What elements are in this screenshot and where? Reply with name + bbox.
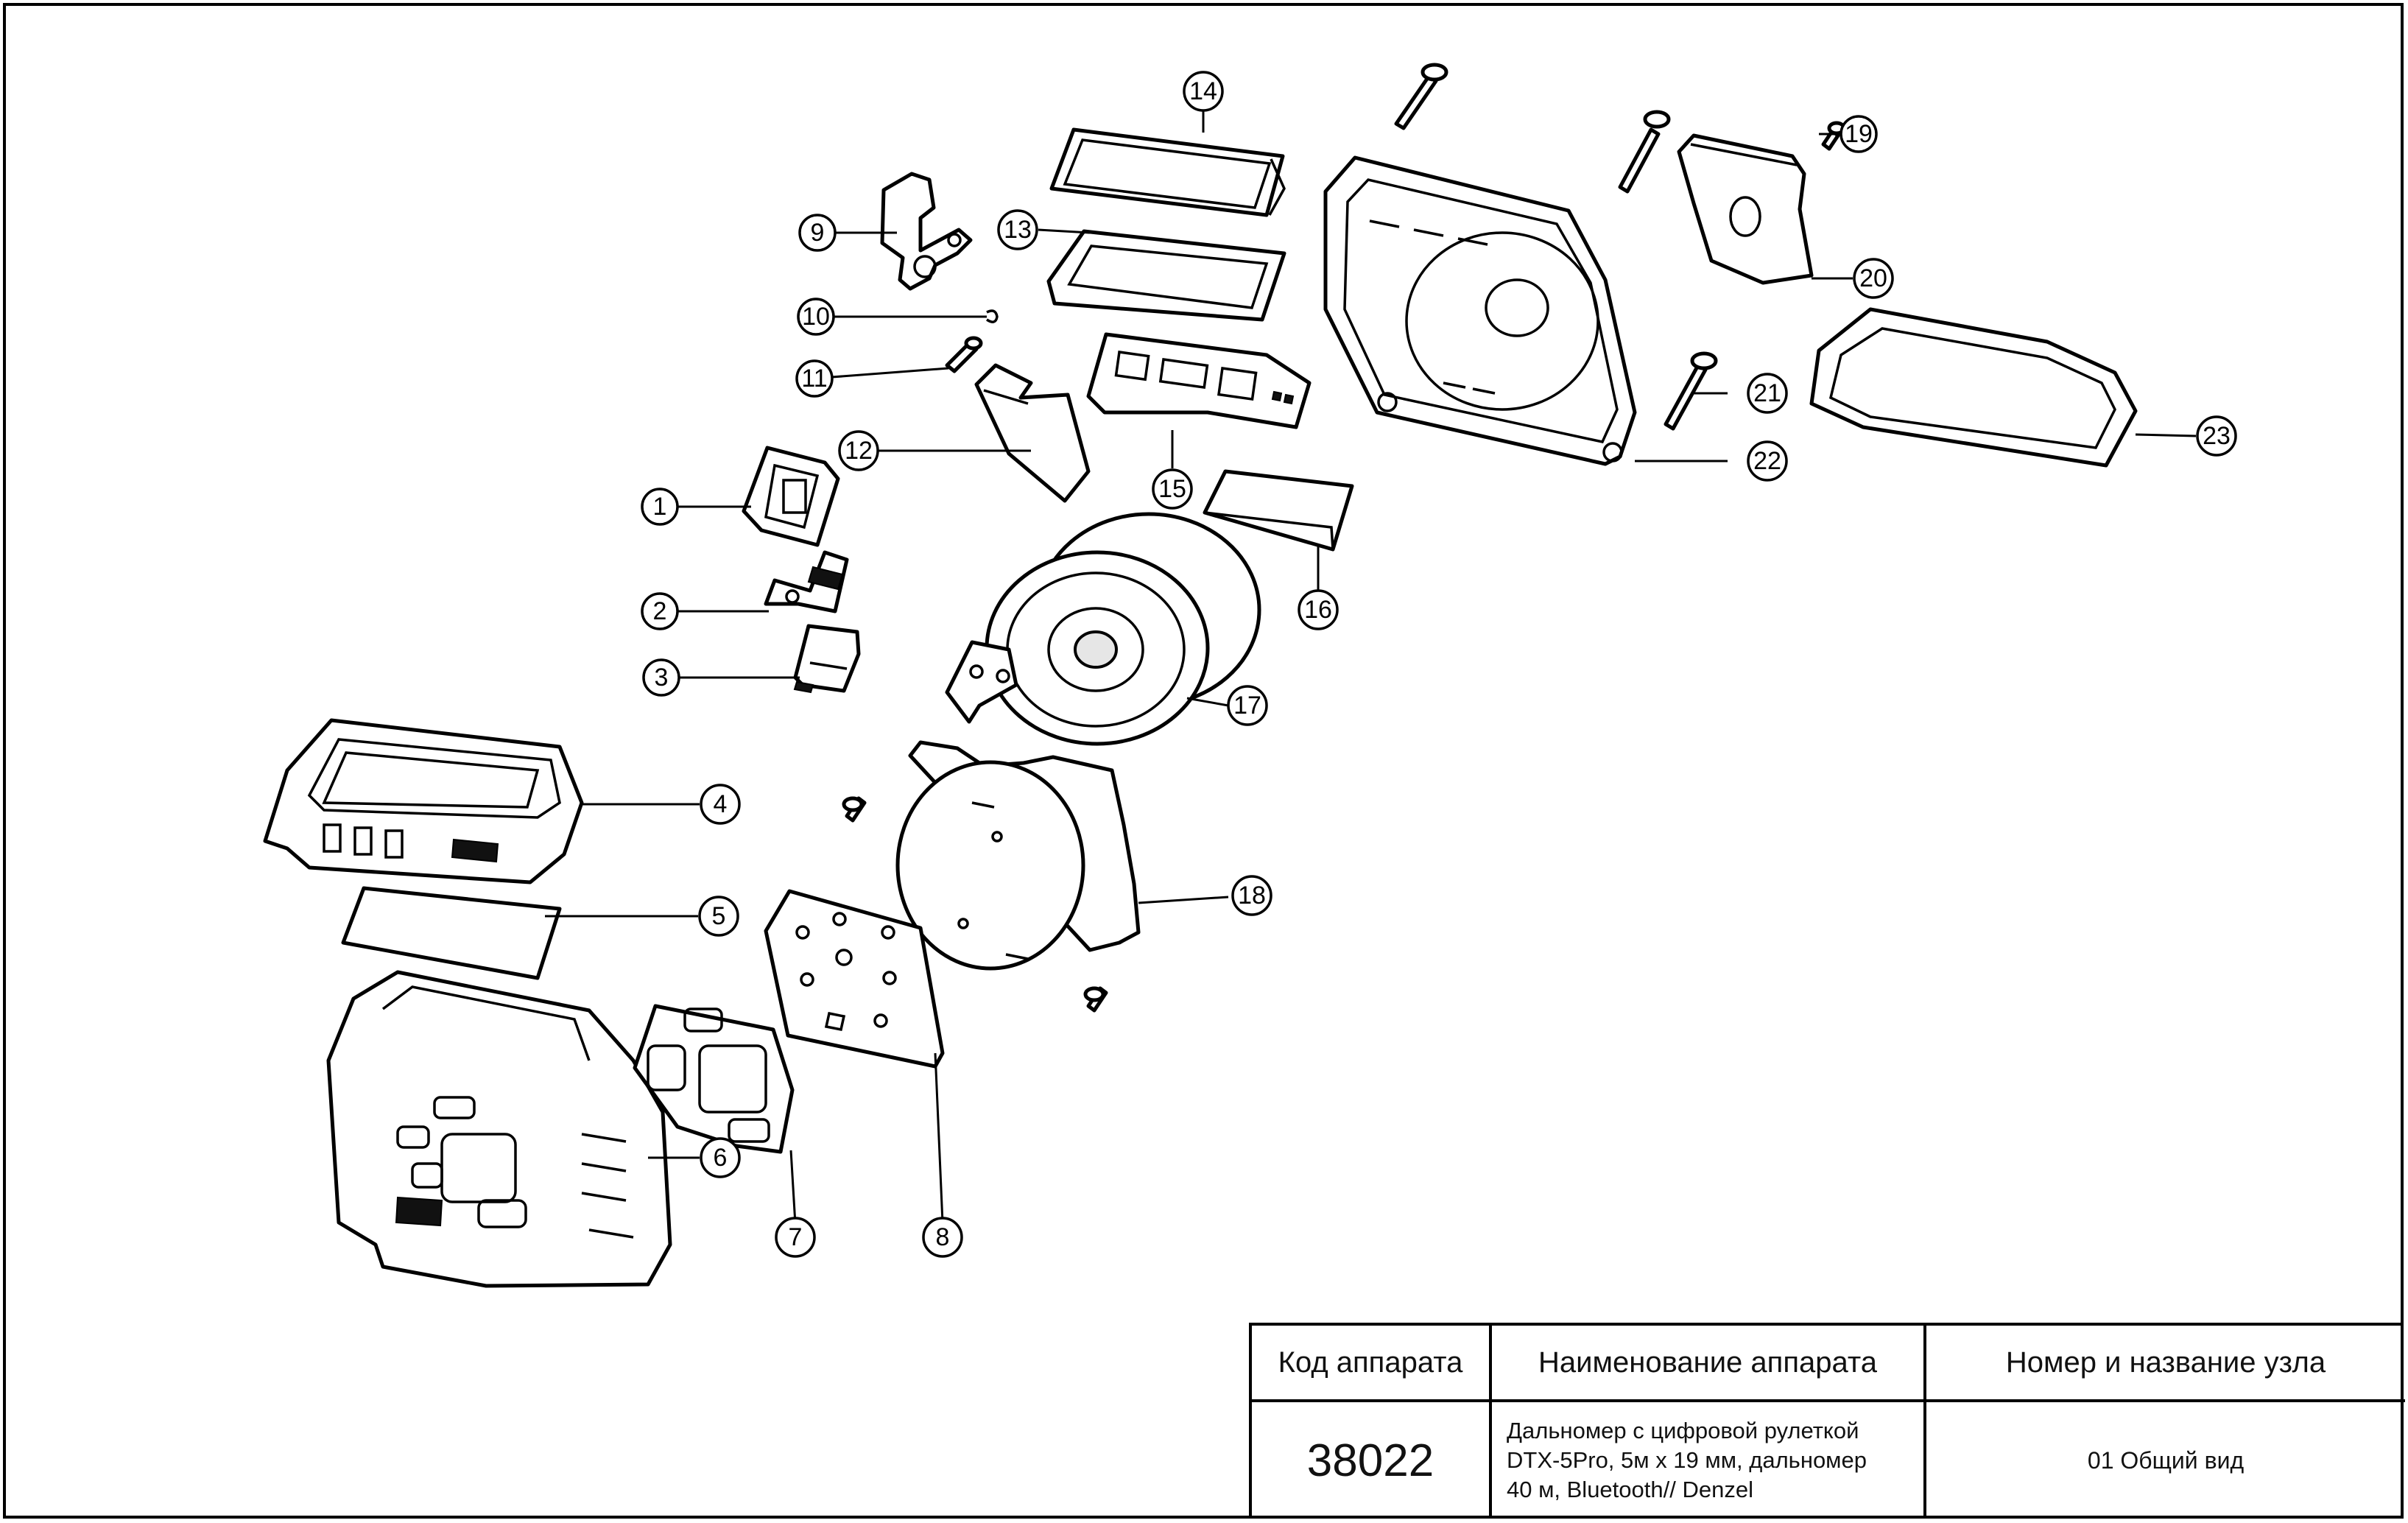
device-name-line-3: 40 м, Bluetooth// Denzel: [1507, 1477, 1753, 1502]
callout-14: 14: [1183, 71, 1224, 112]
callout-2-label: 2: [653, 597, 667, 625]
callout-22: 22: [1747, 440, 1788, 482]
callout-15: 15: [1152, 468, 1193, 510]
callout-21: 21: [1747, 373, 1788, 414]
callout-14-label: 14: [1189, 77, 1217, 105]
callout-5-label: 5: [712, 902, 726, 930]
callout-8: 8: [922, 1217, 963, 1258]
part-17-tape-reel: [945, 512, 1261, 746]
part-14-display-lens: [1049, 127, 1286, 217]
leader-lines: [545, 97, 2197, 1225]
device-code: 38022: [1252, 1402, 1492, 1519]
callout-4: 4: [700, 784, 741, 825]
callout-10: 10: [797, 298, 835, 336]
callout-9: 9: [798, 214, 837, 252]
part-4-top-shell: [263, 718, 584, 884]
part-12-sensor-plate: [974, 363, 1091, 503]
callout-20: 20: [1853, 258, 1894, 299]
callout-12-label: 12: [845, 437, 873, 465]
unit-name: 01 Общий вид: [2087, 1446, 2245, 1474]
callout-9-label: 9: [811, 219, 825, 247]
callout-11-label: 11: [801, 365, 827, 393]
part-23-bumper: [1809, 307, 2138, 468]
part-20-belt-clip: [1677, 133, 1814, 285]
callout-10-label: 10: [802, 303, 830, 331]
callout-16-label: 16: [1304, 596, 1332, 624]
title-block: Код аппарата Наименование аппарата Номер…: [1249, 1323, 2405, 1519]
callout-13: 13: [997, 209, 1038, 250]
screws: [842, 63, 1846, 1013]
device-name-line-2: DTX-5Pro, 5м х 19 мм, дальномер: [1507, 1447, 1867, 1473]
callout-1: 1: [641, 488, 679, 526]
header-unit: Номер и название узла: [1926, 1326, 2405, 1402]
callout-2: 2: [641, 592, 679, 630]
callout-7-label: 7: [789, 1223, 803, 1251]
callout-23: 23: [2196, 415, 2237, 457]
callout-3-label: 3: [655, 664, 669, 692]
callout-19-label: 19: [1845, 120, 1873, 148]
callout-5: 5: [698, 896, 739, 937]
callout-17: 17: [1227, 685, 1268, 726]
part-11-pin: [945, 336, 983, 373]
callout-6: 6: [700, 1137, 741, 1178]
part-15-pcb: [1086, 332, 1312, 429]
header-code: Код аппарата: [1252, 1326, 1492, 1402]
callout-11: 11: [795, 359, 834, 398]
sheet-border: [3, 3, 2404, 1519]
callout-22-label: 22: [1753, 447, 1781, 475]
part-8-main-plate: [764, 889, 945, 1069]
callout-23-label: 23: [2203, 422, 2231, 450]
callout-6-label: 6: [714, 1144, 728, 1172]
part-18-spring-housing: [895, 740, 1141, 971]
callout-1-label: 1: [653, 493, 667, 521]
device-name: Дальномер с цифровой рулеткой DTX-5Pro, …: [1492, 1402, 1926, 1519]
callout-15-label: 15: [1158, 475, 1186, 503]
callout-17-label: 17: [1233, 692, 1261, 720]
callout-4-label: 4: [714, 790, 728, 818]
part-9-lever: [880, 172, 973, 291]
callout-8-label: 8: [936, 1223, 950, 1251]
callout-20-label: 20: [1859, 264, 1887, 292]
device-name-line-1: Дальномер с цифровой рулеткой: [1507, 1418, 1859, 1443]
part-6-bottom-shell: [326, 970, 672, 1288]
part-3-bracket: [793, 624, 861, 694]
callout-12: 12: [838, 430, 879, 471]
callout-16: 16: [1298, 589, 1339, 630]
part-16-battery: [1203, 469, 1354, 552]
callout-19: 19: [1840, 115, 1878, 153]
callout-18: 18: [1231, 875, 1272, 916]
part-22-housing: [1323, 155, 1637, 466]
part-10-clip: [986, 309, 999, 323]
callout-18-label: 18: [1238, 882, 1266, 910]
part-2-bracket: [764, 550, 849, 613]
callout-7: 7: [775, 1217, 816, 1258]
part-13-display-frame: [1046, 229, 1286, 322]
part-5-window-plate: [341, 886, 562, 980]
callout-13-label: 13: [1004, 216, 1032, 244]
part-1-button-block: [742, 446, 840, 547]
callout-3: 3: [642, 658, 680, 697]
part-7-keypad: [633, 1004, 795, 1154]
callout-21-label: 21: [1753, 379, 1781, 407]
header-name: Наименование аппарата: [1492, 1326, 1926, 1402]
